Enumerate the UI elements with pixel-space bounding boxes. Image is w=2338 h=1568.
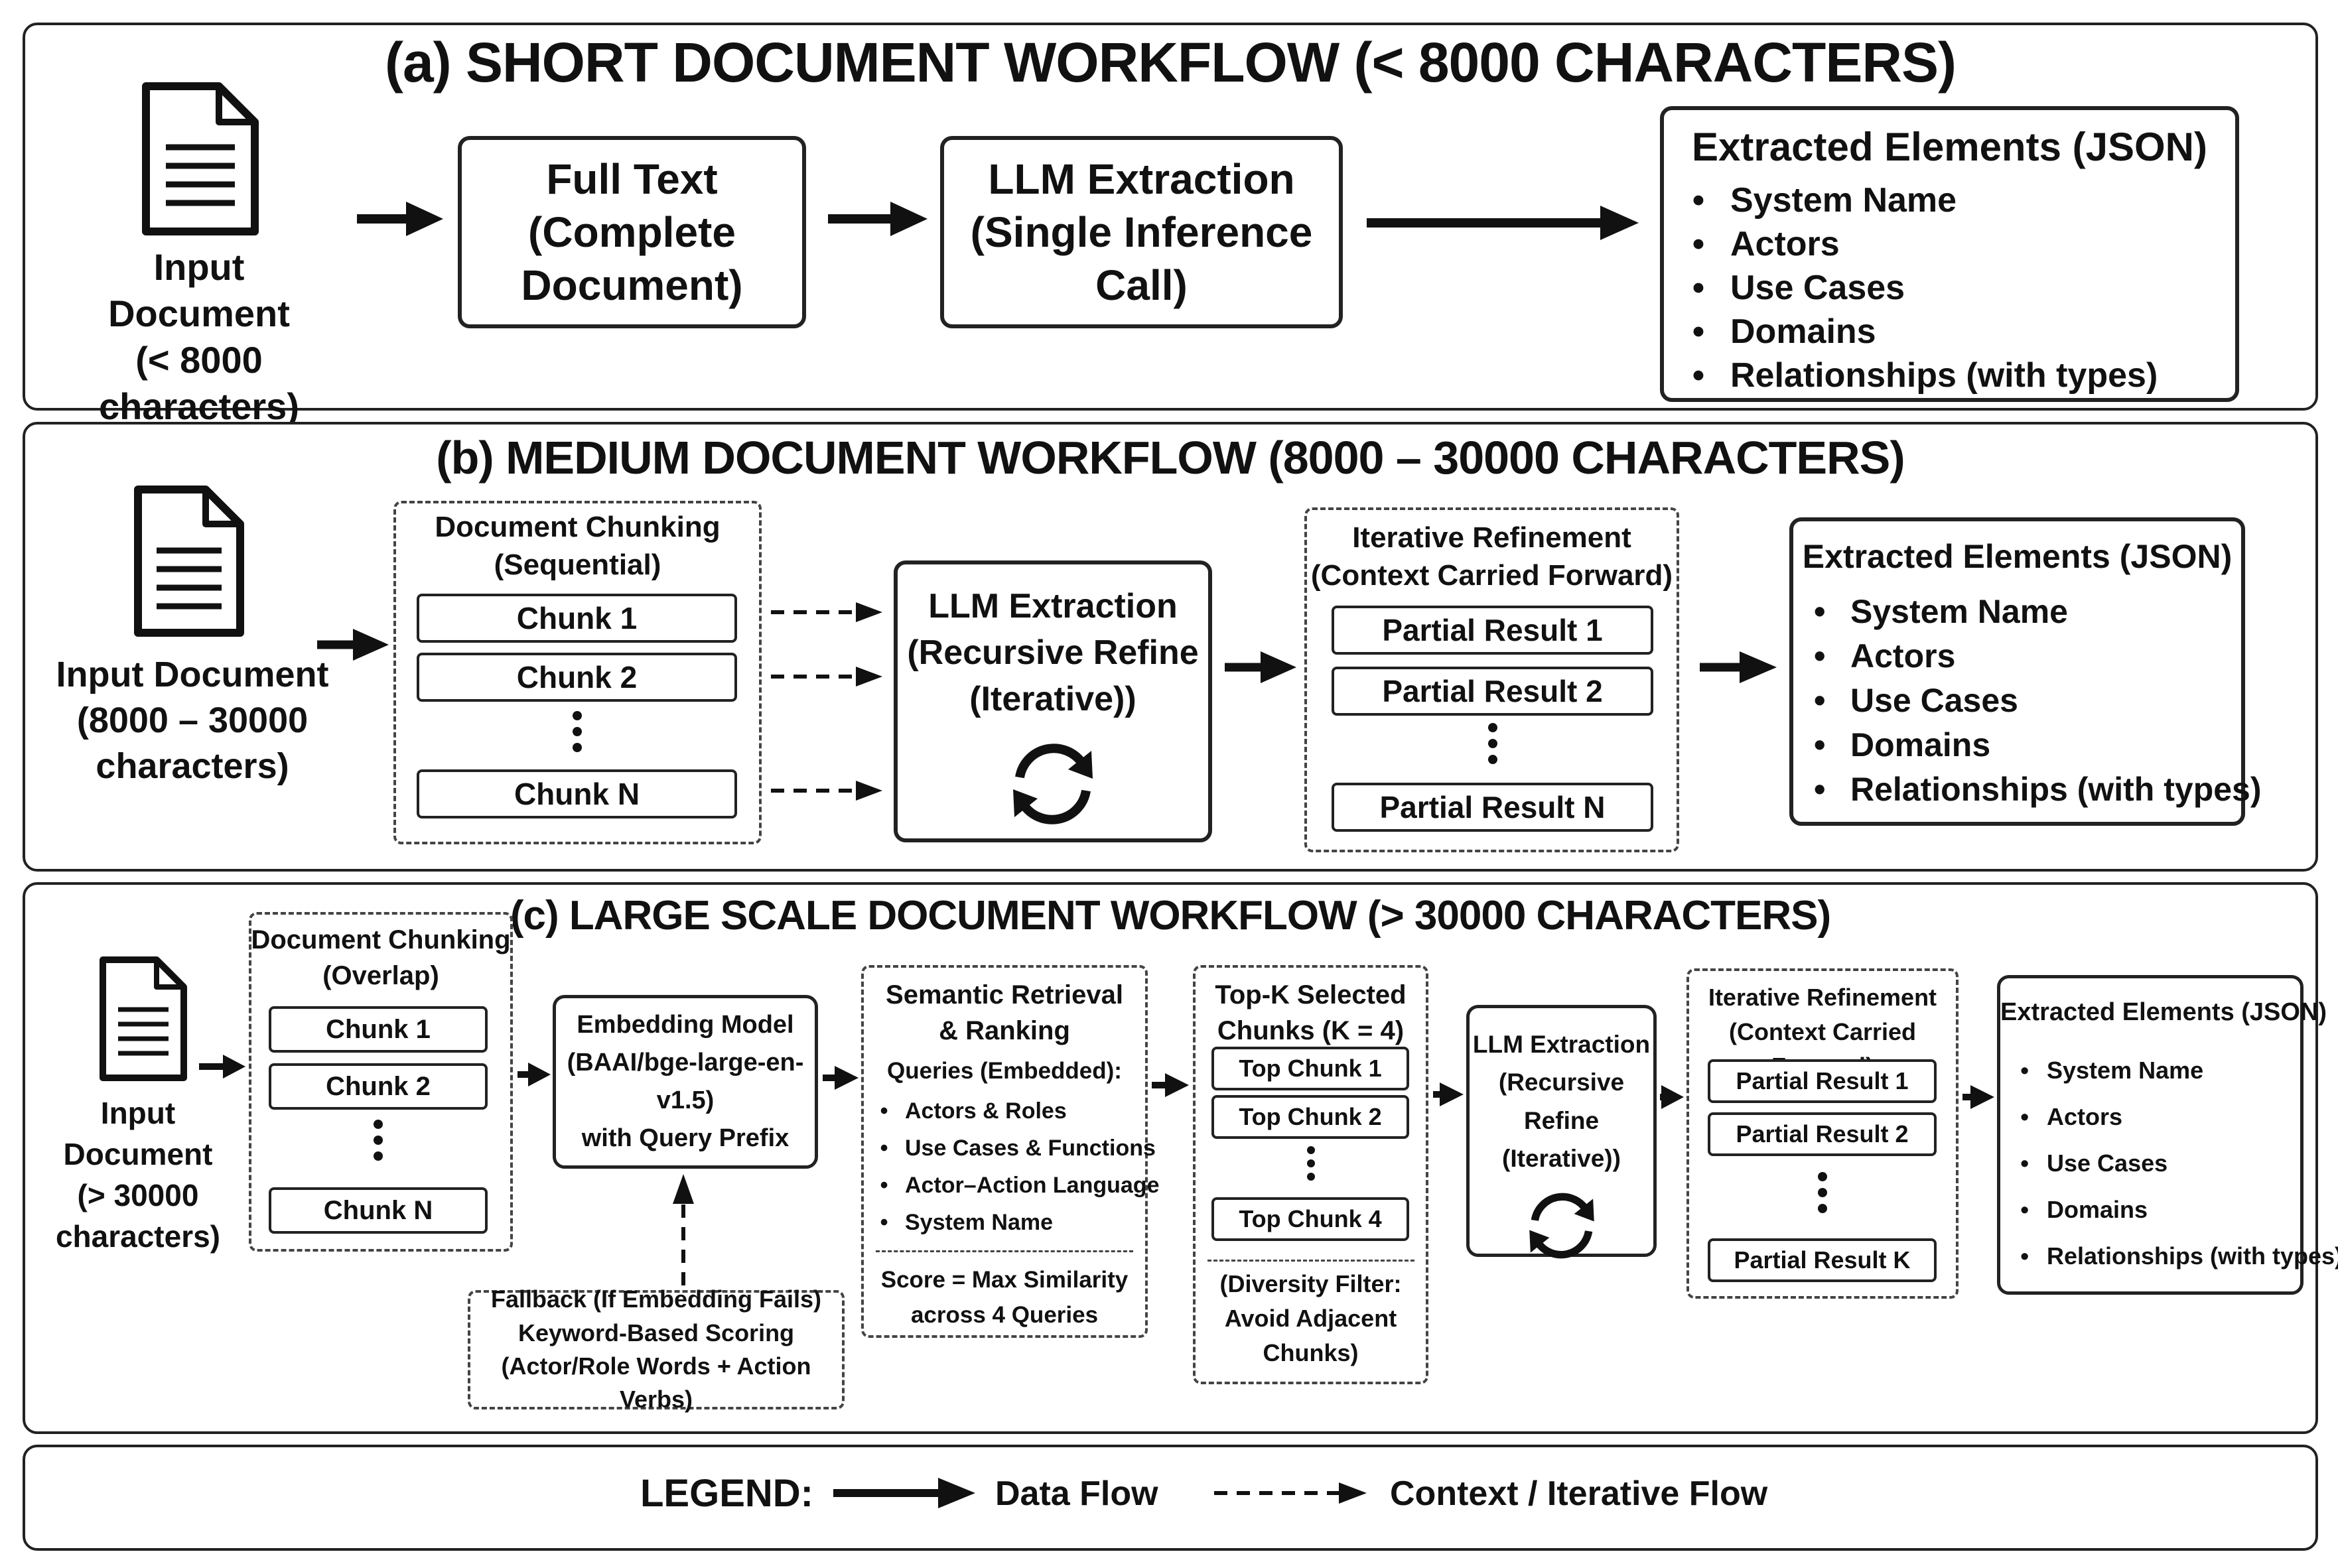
legend-panel <box>23 1445 2318 1551</box>
retrieval-title: Semantic Retrieval & Ranking <box>886 980 1123 1045</box>
chunk-n: Chunk N <box>269 1187 488 1234</box>
top-chunk-4: Top Chunk 4 <box>1211 1197 1409 1241</box>
refresh-cycle-icon <box>1529 1193 1594 1259</box>
fallback-label: Fallback (If Embedding Fails) Keyword-Ba… <box>490 1285 822 1413</box>
document-icon <box>142 82 259 235</box>
llm-extraction-label: LLM Extraction (Recursive Refine (Iterat… <box>907 587 1199 719</box>
list-item: System Name <box>1814 590 2241 634</box>
semantic-retrieval-box: Semantic Retrieval & Ranking Queries (Em… <box>861 965 1160 1338</box>
full-text-label: Full Text (Complete Document) <box>521 155 743 309</box>
document-icon <box>100 956 187 1081</box>
divider <box>1207 1260 1414 1262</box>
queries-title: Queries (Embedded): <box>887 1058 1122 1084</box>
full-text-box: Full Text (Complete Document) <box>458 136 806 328</box>
list-item: System Name <box>2020 1047 2300 1094</box>
extracted-elements-title: Extracted Elements (JSON) <box>1802 538 2233 575</box>
extracted-elements-list: System Name Actors Use Cases Domains Rel… <box>2020 1047 2338 1279</box>
list-item: Use Cases <box>2020 1140 2300 1187</box>
input-document-label: Input Document (> 30000 characters) <box>55 1096 221 1254</box>
llm-extraction-label: LLM Extraction (Recursive Refine (Iterat… <box>1472 1031 1651 1173</box>
list-item: Relationships (with types) <box>1692 354 2235 397</box>
list-item: Use Cases & Functions <box>880 1130 1156 1167</box>
list-item: Domains <box>1692 310 2235 354</box>
chunk-1: Chunk 1 <box>269 1006 488 1053</box>
legend-context-flow-label: Context / Iterative Flow <box>1390 1474 1768 1513</box>
chunk-n: Chunk N <box>417 769 737 818</box>
list-item: System Name <box>1692 178 2235 222</box>
ellipsis-dots <box>372 1120 385 1161</box>
partial-result-k: Partial Result K <box>1708 1238 1937 1282</box>
chunk-2: Chunk 2 <box>269 1063 488 1110</box>
score-label: Score = Max Similarity across 4 Queries <box>880 1267 1129 1328</box>
queries-list: Actors & Roles Use Cases & Functions Act… <box>880 1092 1160 1241</box>
extracted-elements-box: Extracted Elements (JSON) System Name Ac… <box>1997 975 2338 1295</box>
ellipsis-dots <box>571 711 584 752</box>
embedding-model-label: Embedding Model (BAAI/bge-large-en-v1.5)… <box>567 1011 804 1152</box>
partial-result-1: Partial Result 1 <box>1708 1059 1937 1103</box>
list-item: Use Cases <box>1692 266 2235 310</box>
panel-c-title: (c) LARGE SCALE DOCUMENT WORKFLOW (> 300… <box>510 893 1831 939</box>
list-item: Domains <box>2020 1187 2300 1233</box>
document-icon <box>134 486 244 637</box>
list-item: Domains <box>1814 723 2241 767</box>
llm-extraction-recursive-box: LLM Extraction (Recursive Refine (Iterat… <box>1466 1005 1657 1259</box>
list-item: Use Cases <box>1814 679 2241 723</box>
list-item: Actors & Roles <box>880 1092 1145 1130</box>
extracted-elements-list: System Name Actors Use Cases Domains Rel… <box>1692 178 2235 397</box>
extracted-elements-title: Extracted Elements (JSON) <box>2000 998 2327 1026</box>
partial-result-1: Partial Result 1 <box>1332 606 1653 655</box>
ellipsis-dots <box>1816 1172 1829 1213</box>
llm-extraction-recursive-box: LLM Extraction (Recursive Refine (Iterat… <box>894 560 1212 842</box>
list-item: Relationships (with types) <box>2020 1233 2338 1279</box>
list-item: Actors <box>1814 634 2241 679</box>
topk-title: Top-K Selected Chunks (K = 4) <box>1215 980 1407 1045</box>
chunking-title: Document Chunking (Overlap) <box>251 925 511 990</box>
ellipsis-dots <box>1486 723 1499 764</box>
panel-a-title: (a) SHORT DOCUMENT WORKFLOW (< 8000 CHAR… <box>384 31 1957 94</box>
chunking-title: Document Chunking (Sequential) <box>435 511 721 582</box>
ellipsis-dots <box>1304 1146 1318 1181</box>
llm-extraction-label: LLM Extraction (Single Inference Call) <box>970 155 1313 309</box>
chunk-1: Chunk 1 <box>417 594 737 643</box>
list-item: Actor–Action Language <box>880 1167 1160 1204</box>
llm-extraction-box: LLM Extraction (Single Inference Call) <box>940 136 1343 328</box>
extracted-elements-box: Extracted Elements (JSON) System Name Ac… <box>1660 106 2239 402</box>
panel-b-title: (b) MEDIUM DOCUMENT WORKFLOW (8000 – 300… <box>436 432 1905 484</box>
chunk-2: Chunk 2 <box>417 653 737 702</box>
top-chunk-2: Top Chunk 2 <box>1211 1095 1409 1139</box>
extracted-elements-list: System Name Actors Use Cases Domains Rel… <box>1814 590 2262 812</box>
fallback-box: Fallback (If Embedding Fails) Keyword-Ba… <box>468 1285 845 1413</box>
list-item: Relationships (with types) <box>1814 767 2262 812</box>
input-document-label: Input Document (8000 – 30000 characters) <box>56 655 329 787</box>
top-chunk-1: Top Chunk 1 <box>1211 1047 1409 1090</box>
legend-title: LEGEND: <box>640 1472 813 1515</box>
refresh-cycle-icon <box>1013 743 1093 824</box>
input-document-label: Input Document (< 8000 characters) <box>99 246 299 427</box>
list-item: System Name <box>880 1204 1145 1241</box>
extracted-elements-box: Extracted Elements (JSON) System Name Ac… <box>1789 517 2262 826</box>
partial-result-n: Partial Result N <box>1332 783 1653 832</box>
legend-data-flow-label: Data Flow <box>995 1474 1158 1513</box>
list-item: Actors <box>2020 1094 2300 1140</box>
partial-result-2: Partial Result 2 <box>1332 667 1653 716</box>
list-item: Actors <box>1692 222 2235 266</box>
diversity-filter-label: (Diversity Filter: Avoid Adjacent Chunks… <box>1219 1270 1402 1367</box>
embedding-model-box: Embedding Model (BAAI/bge-large-en-v1.5)… <box>553 995 818 1169</box>
extracted-elements-title: Extracted Elements (JSON) <box>1692 125 2207 169</box>
divider <box>876 1250 1133 1252</box>
partial-result-2: Partial Result 2 <box>1708 1112 1937 1156</box>
refinement-title: Iterative Refinement (Context Carried Fo… <box>1310 521 1673 592</box>
